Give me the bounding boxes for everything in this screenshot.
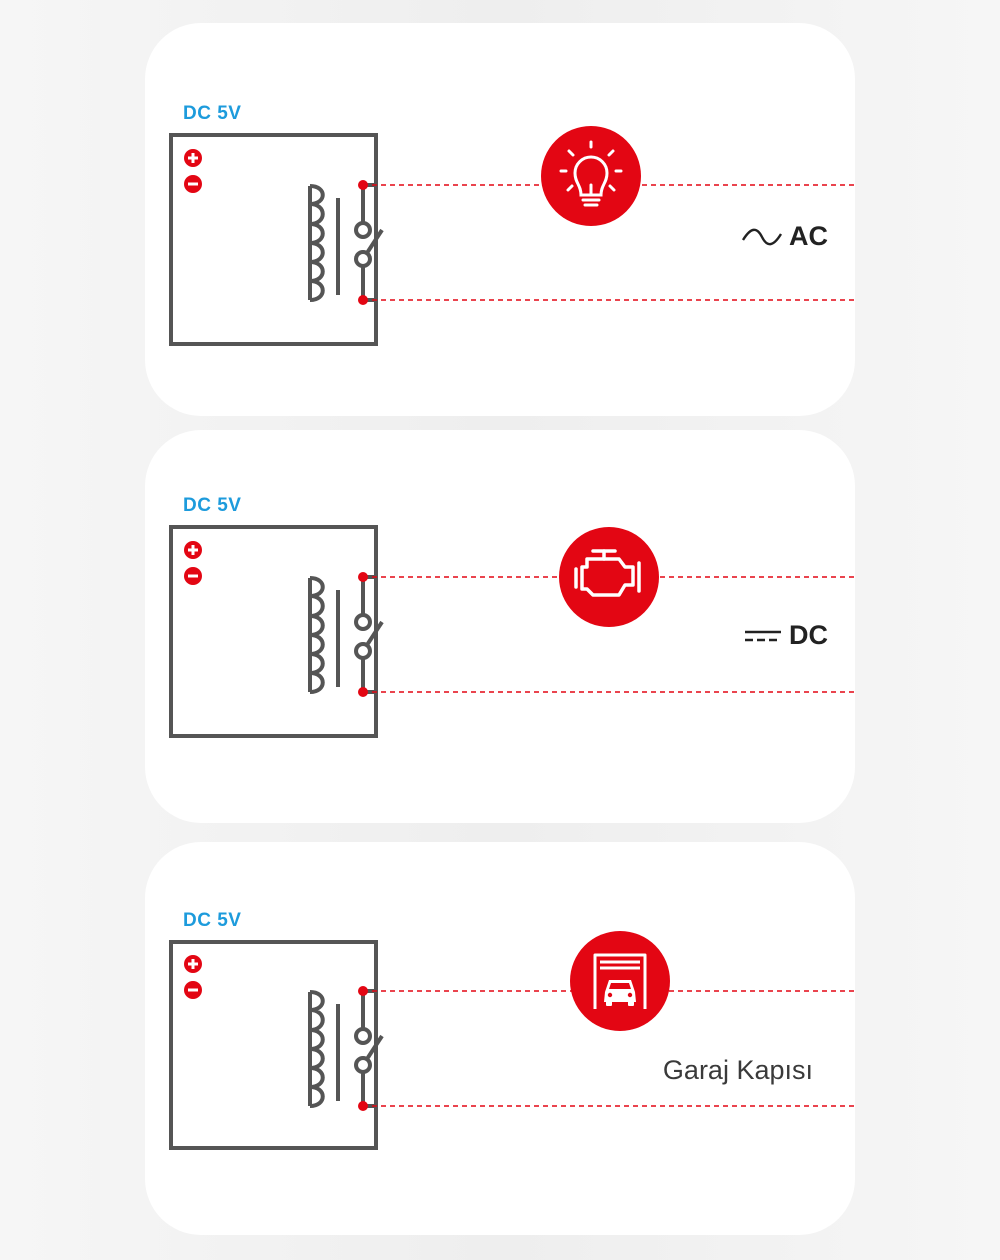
dc-lines-icon	[745, 630, 781, 641]
plus-terminal-icon	[184, 149, 202, 167]
input-voltage-label: DC 5V	[183, 910, 242, 931]
input-voltage-label: DC 5V	[183, 103, 242, 124]
garage-door-icon	[570, 931, 670, 1031]
wire-bottom	[358, 687, 855, 697]
coil-icon	[308, 990, 340, 1108]
supply-type-text: DC	[789, 620, 828, 650]
relay-box	[169, 525, 378, 738]
coil-icon	[308, 184, 340, 302]
load-name-label: Garaj Kapısı	[662, 1055, 813, 1085]
relay-diagram	[169, 525, 855, 738]
minus-terminal-icon	[184, 175, 202, 193]
coil-icon	[308, 576, 340, 694]
relay-diagram	[169, 126, 855, 346]
input-voltage-label: DC 5V	[183, 495, 242, 516]
panel-ac: DC 5V AC	[145, 23, 855, 416]
minus-terminal-icon	[184, 567, 202, 585]
supply-type-label: AC	[741, 221, 828, 252]
engine-icon	[559, 527, 659, 627]
switch-contact-icon	[354, 575, 384, 736]
panel-garage: DC 5V Garaj Kapısı	[145, 842, 855, 1235]
lightbulb-icon	[541, 126, 641, 226]
ac-wave-icon	[741, 228, 783, 245]
switch-contact-icon	[354, 183, 384, 344]
relay-box	[169, 133, 378, 346]
wire-bottom	[358, 295, 855, 305]
relay-diagram	[169, 931, 855, 1150]
switch-contact-icon	[354, 989, 384, 1148]
supply-type-text: AC	[789, 221, 828, 251]
minus-terminal-icon	[184, 981, 202, 999]
relay-box	[169, 940, 378, 1150]
plus-terminal-icon	[184, 541, 202, 559]
panel-dc: DC 5V DC	[145, 430, 855, 823]
supply-type-label: DC	[743, 620, 828, 651]
wire-bottom	[358, 1101, 855, 1111]
plus-terminal-icon	[184, 955, 202, 973]
